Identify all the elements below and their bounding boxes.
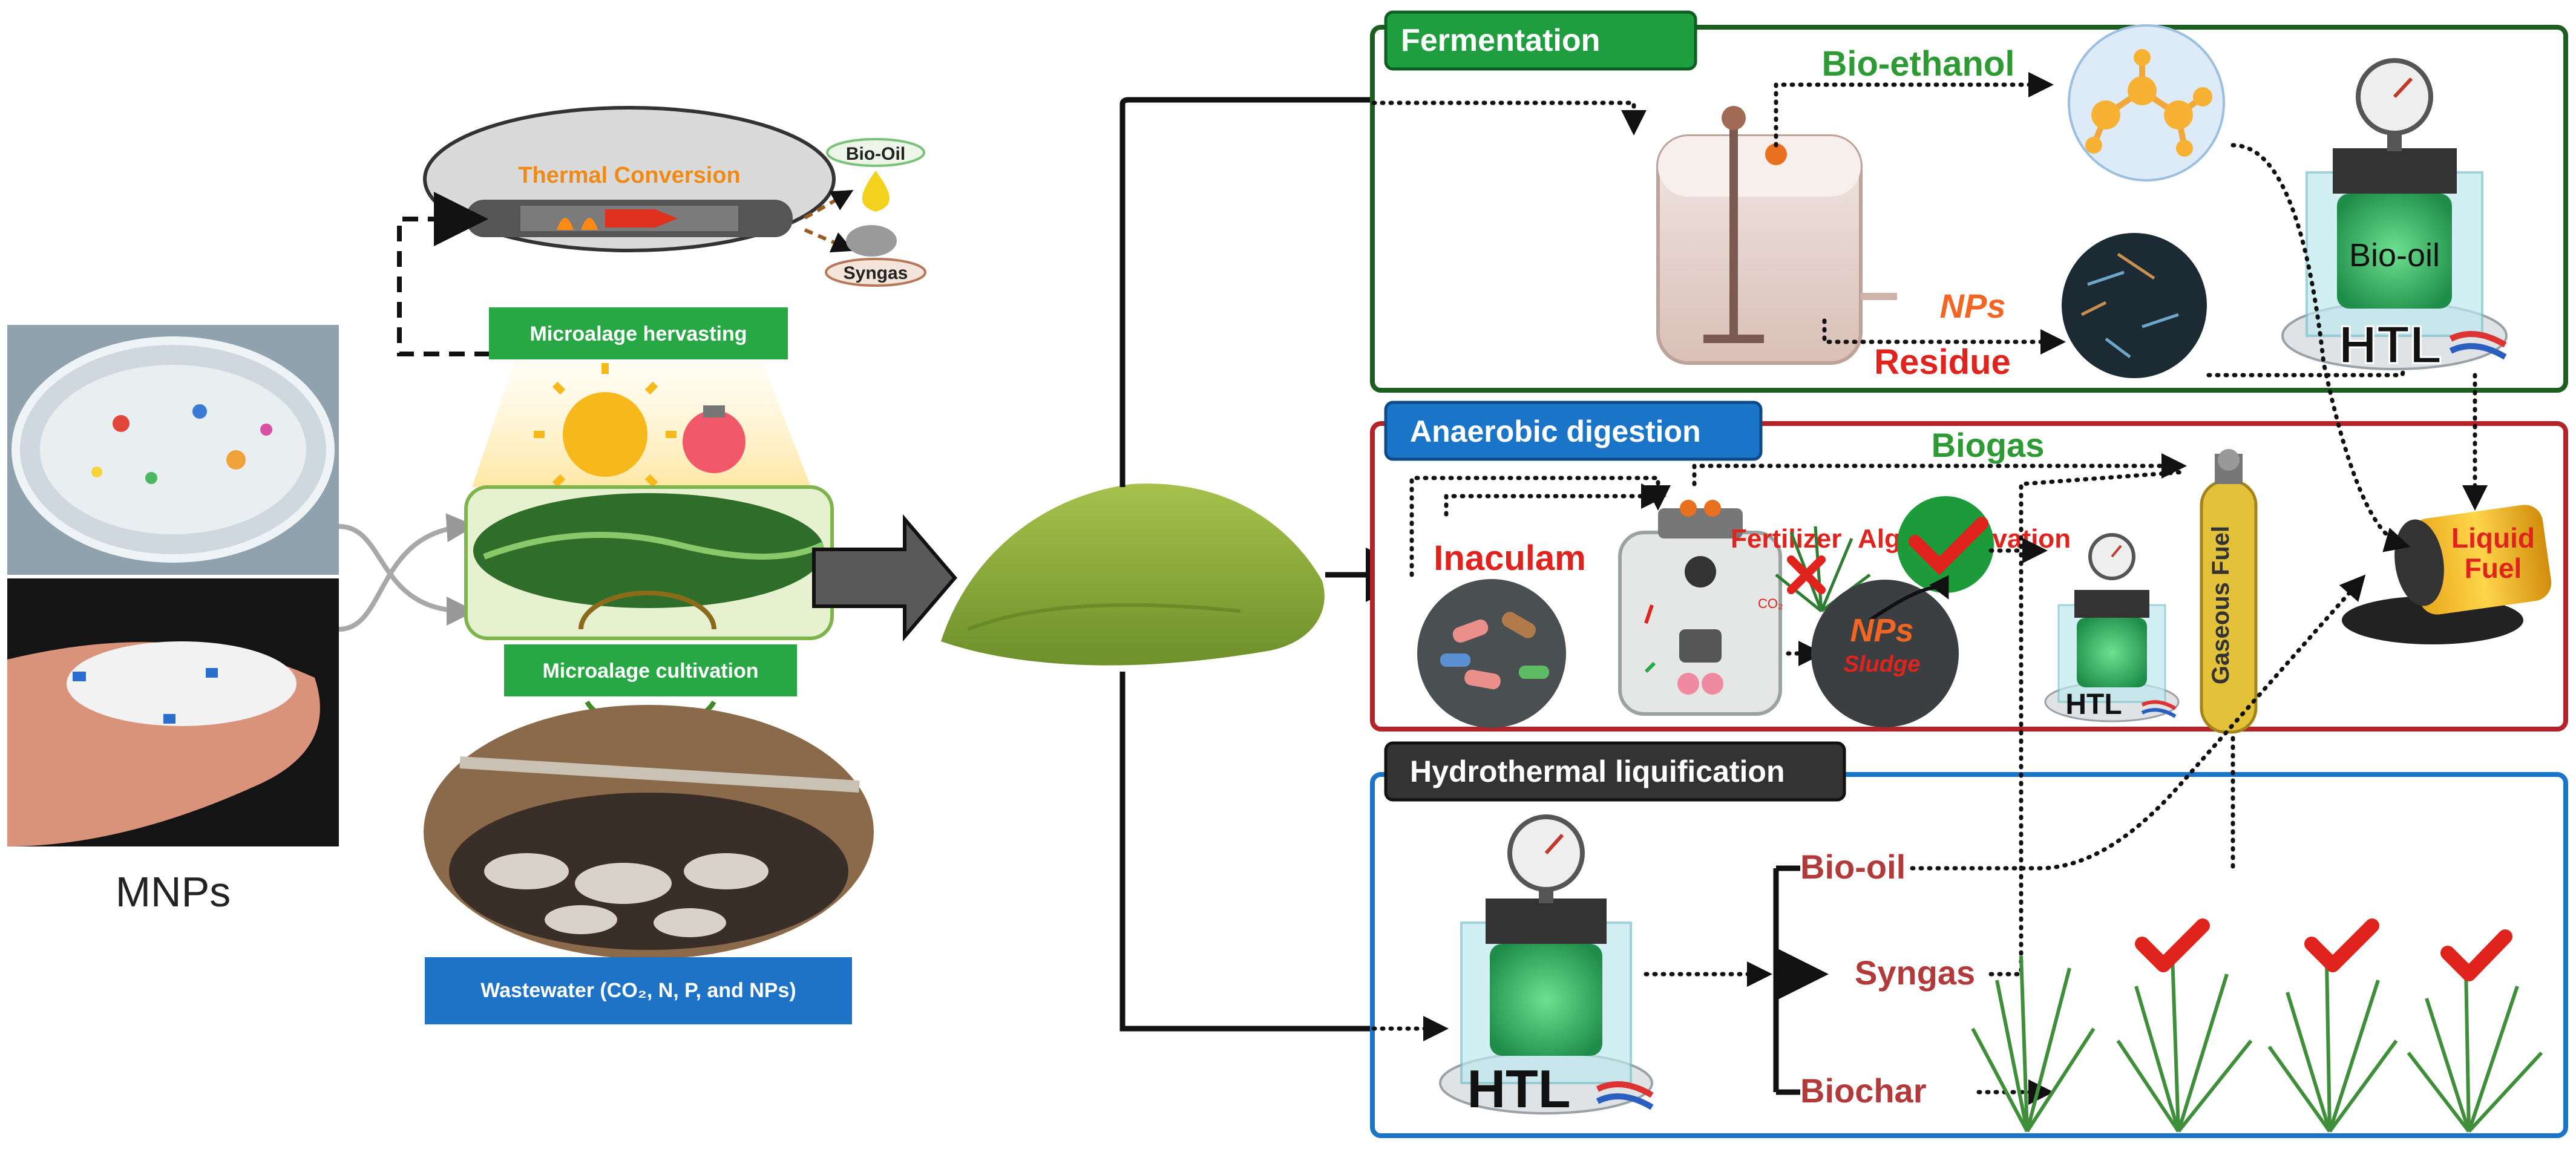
hydrothermal-box [1370, 772, 2568, 1138]
anaerobic-nps-label: NPs [1850, 612, 1913, 649]
red-cross-icon [1787, 555, 1826, 594]
digester-vessel-icon [1618, 500, 1782, 716]
hydrothermal-title-box [1384, 741, 1846, 802]
fermentation-nps-label: NPs [1940, 287, 2006, 325]
syngas-top-label: Syngas [844, 263, 908, 283]
hydrothermal-title: Hydrothermal liquification [1410, 755, 1785, 788]
co2-label: CO₂ [1758, 596, 1783, 611]
wastewater-label: Wastewater (CO₂, N, P, and NPs) [480, 979, 796, 1002]
hydrothermal-bio-oil-label: Bio-oil [1800, 848, 1906, 886]
hydrothermal-biochar-label: Biochar [1800, 1072, 1927, 1110]
cultivation-label: Microalage cultivation [542, 660, 758, 683]
trunk-to-fermentation [1119, 97, 1374, 487]
bio-ethanol-label: Bio-ethanol [1822, 44, 2015, 83]
inaculam-label: Inaculam [1434, 538, 1585, 578]
algae-powder-pile [941, 483, 1325, 666]
mnps-to-cultivation-arrow-1 [338, 513, 476, 632]
gas-cylinder-icon [2200, 449, 2258, 734]
liquid-fuel-line2: Fuel [2465, 552, 2522, 584]
harvesting-label: Microalage hervasting [529, 322, 747, 345]
gaseous-fuel-label: Gaseous Fuel [2207, 526, 2234, 684]
ethanol-to-liquid-fuel [2230, 143, 2411, 552]
thermal-conversion-label: Thermal Conversion [518, 163, 740, 188]
light-bulb-icon [683, 405, 746, 473]
anaerobic-htl-reactor-icon [2044, 533, 2180, 722]
grass-field-image [1971, 955, 2543, 1133]
fermentation-title-box [1384, 10, 1697, 71]
anaerobic-title: Anaerobic digestion [1410, 414, 1701, 448]
checkmark-icon [2304, 918, 2379, 972]
trunk-to-hydrothermal [1119, 672, 1374, 1032]
sun-icon [534, 363, 677, 488]
harvest-loop-arrow [397, 217, 490, 356]
cycle-arrow-top [578, 591, 716, 630]
residue-label: Residue [1874, 342, 2011, 382]
oil-drop-icon [862, 171, 890, 212]
syngas-product: Syngas [825, 225, 926, 287]
cultivation-box [504, 644, 797, 696]
mnps-photos: MNPs [7, 325, 339, 915]
harvesting-box [489, 307, 788, 359]
algae-green-circle-image [1897, 496, 1994, 593]
fermentation-title: Fermentation [1401, 23, 1600, 58]
sludge-image [1811, 580, 1959, 727]
mnps-to-cultivation-arrow-2 [338, 524, 476, 626]
fermentation-bio-oil-label: Bio-oil [2349, 237, 2440, 273]
inoculum-image [1417, 579, 1566, 728]
liquid-fuel-line1: Liquid [2451, 522, 2535, 554]
wastewater-box [425, 957, 852, 1024]
checkmark-icon [2440, 929, 2512, 981]
fermentation-htl-label: HTL [2338, 315, 2442, 375]
bio-oil-top-label: Bio-Oil [846, 144, 905, 164]
fertilizer-label: Fertilizer [1731, 524, 1841, 554]
big-grey-arrow [812, 514, 957, 642]
fermentation-htl-reactor-icon [2281, 58, 2508, 370]
hydrothermal-syngas-label: Syngas [1855, 954, 1975, 992]
green-checkmark-icons [2135, 918, 2512, 981]
liquid-fuel-barrel-icon [2342, 505, 2552, 644]
mnps-label: MNPs [116, 868, 231, 915]
hydrothermal-htl-reactor-icon [1439, 814, 1654, 1115]
checkmark-icon [2135, 918, 2210, 972]
bio-oil-product: Bio-Oil [826, 138, 925, 212]
fermenter-vessel-icon [1656, 106, 1897, 365]
thermal-conversion: Thermal Conversion [423, 106, 836, 252]
sludge-label: Sludge [1844, 652, 1921, 677]
ethanol-molecule-icon [2068, 24, 2225, 182]
anaerobic-title-box [1384, 401, 1763, 461]
biogas-label: Biogas [1932, 426, 2045, 464]
residue-microscope-image [2062, 233, 2207, 378]
hydrothermal-htl-label: HTL [1467, 1059, 1570, 1119]
hydro-syngas-to-gaseous-fuel [1988, 470, 2187, 977]
algae-pond-image [473, 493, 824, 608]
anaerobic-htl-label: HTL [2065, 689, 2122, 721]
